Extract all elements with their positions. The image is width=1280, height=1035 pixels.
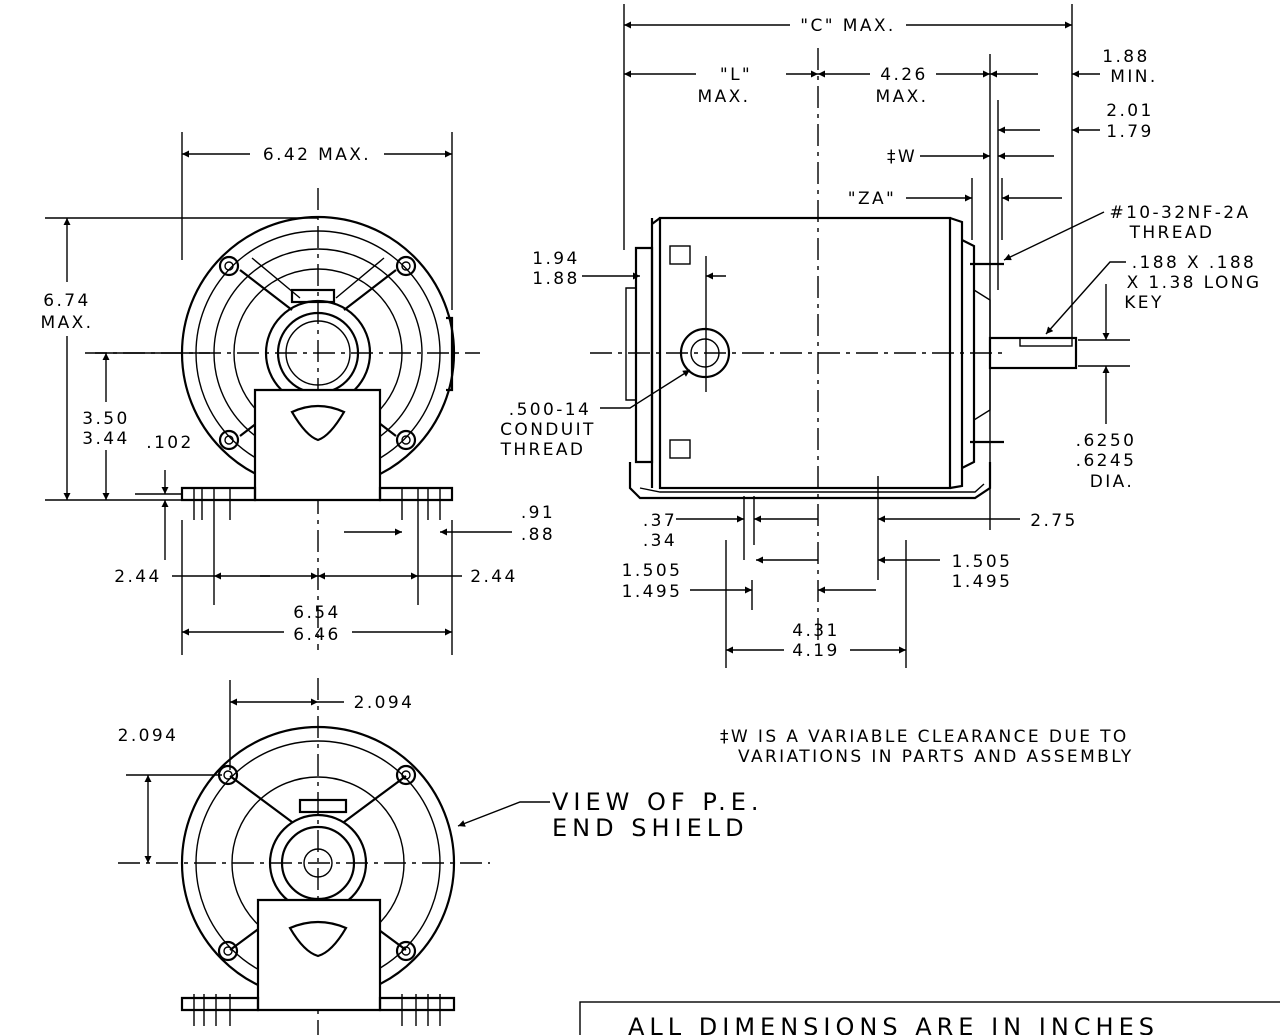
shaft-dia-suffix: DIA. [1090, 472, 1134, 492]
spacing-max-label: 4.31 [792, 621, 839, 641]
base-width-max-label: 6.54 [293, 603, 340, 623]
end-vert-label: 2.094 [118, 726, 179, 746]
front-view: 6.42 MAX. 6.74 MAX. 3.50 3.44 .102 2.44 … [41, 132, 555, 655]
min-suffix: MIN. [1110, 67, 1157, 87]
shaft-height-min-label: 3.44 [82, 429, 129, 449]
d275-label: 2.75 [1030, 511, 1077, 531]
c-max-label: "C" MAX. [800, 16, 895, 36]
shaft-ext-max-label: 2.01 [1106, 101, 1153, 121]
front-height-max-suffix: MAX. [41, 313, 94, 333]
end-view-caption-2: END SHIELD [552, 814, 749, 842]
w-label: ‡W [887, 147, 917, 167]
thread-spec-label: #10-32NF-2A [1109, 203, 1250, 223]
end-shield-view: 2.094 2.094 VIEW OF P.E. END SHIELD [118, 678, 764, 1035]
base-width-min-label: 6.46 [293, 625, 340, 645]
thread-suffix: THREAD [1129, 223, 1215, 243]
hole-left-min-label: 1.495 [622, 582, 683, 602]
shaft-height-max-label: 3.50 [82, 409, 129, 429]
spacing-min-label: 4.19 [792, 641, 839, 661]
shaft-dia-max-label: .6250 [1076, 431, 1137, 451]
conduit-label: CONDUIT [500, 420, 596, 440]
shaft-dia-min-label: .6245 [1076, 451, 1137, 471]
key-length-label: X 1.38 LONG [1127, 273, 1262, 293]
shoulder-min-label: 1.88 [532, 269, 579, 289]
side-view: "C" MAX. "L" MAX. 4.26 MAX. 1.88 MIN. 2.… [500, 4, 1262, 668]
left-bolt-label: 2.44 [114, 567, 161, 587]
foot-slot-max-label: .37 [643, 511, 677, 531]
foot-slot-min-label: .34 [643, 531, 677, 551]
d426-suffix: MAX. [876, 87, 929, 107]
l-max-suffix: MAX. [698, 87, 751, 107]
base-thickness-label: .102 [146, 433, 193, 453]
hole-right-max-label: 1.505 [952, 552, 1013, 572]
min-888-label: 1.88 [1102, 47, 1149, 67]
clearance-note: ‡W IS A VARIABLE CLEARANCE DUE TO [720, 727, 1129, 747]
slot-max-label: .91 [521, 503, 555, 523]
key-suffix: KEY [1124, 293, 1163, 313]
end-view-caption: VIEW OF P.E. [552, 788, 764, 816]
hole-right-min-label: 1.495 [952, 572, 1013, 592]
l-max-label: "L" [720, 65, 752, 85]
hole-left-max-label: 1.505 [622, 561, 683, 581]
slot-min-label: .88 [521, 525, 555, 545]
units-note: ALL DIMENSIONS ARE IN INCHES [628, 1013, 1159, 1035]
d426-label: 4.26 [880, 65, 927, 85]
clearance-note-2: VARIATIONS IN PARTS AND ASSEMBLY [738, 747, 1134, 767]
shaft-ext-min-label: 1.79 [1106, 122, 1153, 142]
za-label: "ZA" [848, 189, 897, 209]
conduit-thread-label: THREAD [500, 440, 586, 460]
front-width-max-label: 6.42 MAX. [263, 145, 371, 165]
end-horiz-label: 2.094 [354, 693, 415, 713]
shoulder-max-label: 1.94 [532, 249, 579, 269]
right-bolt-label: 2.44 [470, 567, 517, 587]
conduit-size-label: .500-14 [509, 400, 591, 420]
key-size-label: .188 X .188 [1132, 253, 1257, 273]
front-height-max-label: 6.74 [43, 291, 90, 311]
notes: ‡W IS A VARIABLE CLEARANCE DUE TO VARIAT… [579, 727, 1280, 1035]
